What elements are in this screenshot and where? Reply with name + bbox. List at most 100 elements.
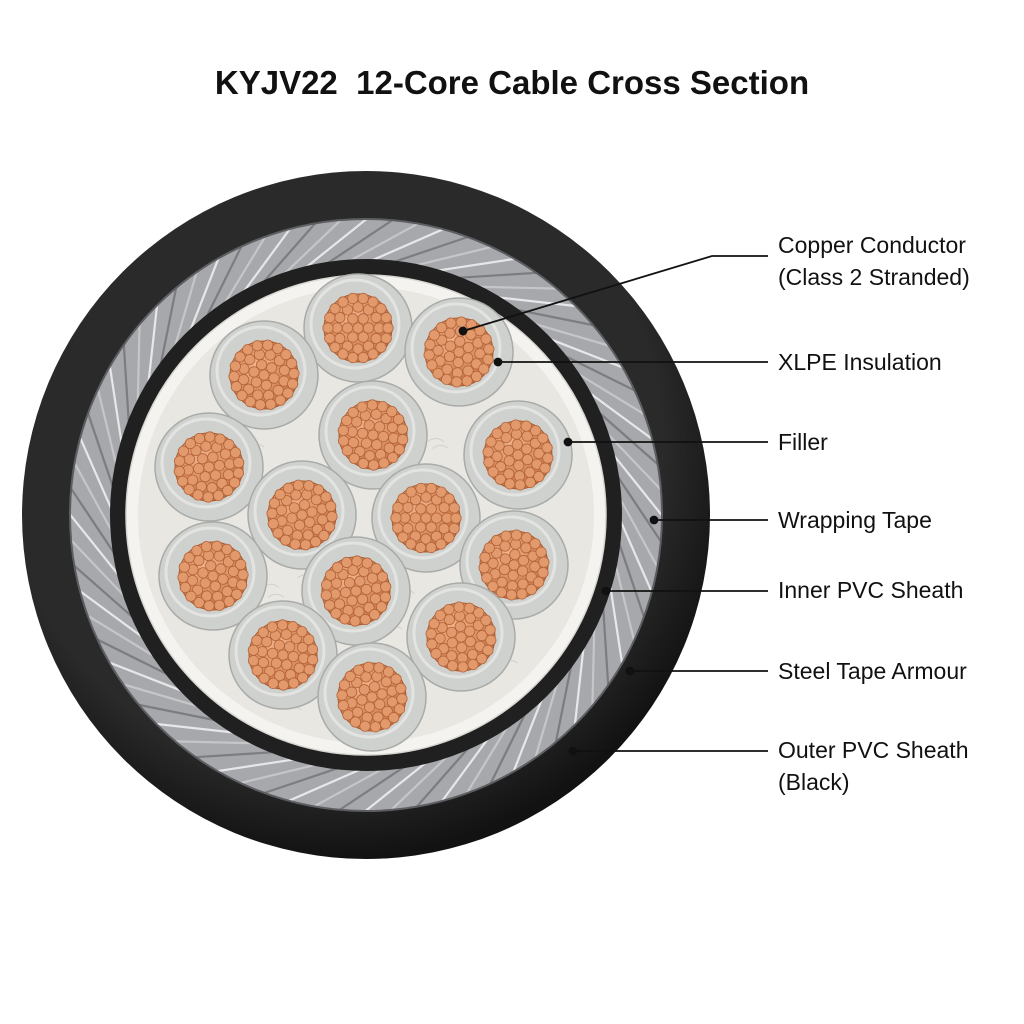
copper-strand [529,538,541,550]
copper-strand [352,664,365,676]
leader-inner-sheath [601,586,768,596]
copper-strand [537,432,549,444]
copper-strand [192,489,204,501]
armour-stripe [385,751,453,811]
armour-stripe [116,681,205,710]
label-steel-tape-armour-line1: Steel Tape Armour [778,658,967,684]
cable-core [301,536,411,646]
insulation-highlight [253,465,345,557]
copper-strand [200,541,213,553]
copper-strand [193,432,206,445]
copper-strand [349,615,361,627]
copper-strand [505,589,518,601]
copper-strand [247,644,259,656]
insulation-highlight [377,468,469,560]
insulation-highlight [410,302,502,394]
copper-strand [346,595,358,607]
copper-strand [244,396,256,408]
filler-fiber [432,445,449,449]
armour-stripe [409,244,498,268]
copper-strand [483,343,495,355]
insulation-highlight [215,325,307,417]
copper-strand [177,571,189,583]
armour-stripe [234,762,323,786]
label-copper-conductor: Copper Conductor (Class 2 Stranded) [778,229,970,293]
copper-strand [415,521,427,533]
label-outer-pvc-sheath-line1: Outer PVC Sheath [778,737,969,763]
copper-strand [276,619,289,631]
cable-core [406,582,516,692]
copper-strand [393,413,405,426]
copper-strand [207,451,219,463]
copper-strand [251,340,263,352]
armour-stripe [558,352,641,395]
copper-strand [482,644,494,656]
copper-strand [368,459,380,471]
copper-strand [451,376,463,388]
armour-stripe [591,621,596,713]
copper-strand [450,512,462,524]
copper-strand [379,718,392,730]
copper-strand [338,679,351,691]
copper-strand [178,561,190,573]
copper-strand [352,301,364,313]
copper-strand [446,637,458,649]
copper-strand [221,543,233,555]
cable-core [303,273,413,383]
copper-strand [310,494,322,506]
copper-strand [330,607,342,619]
armour-stripe [257,764,345,797]
armour-stripe [84,406,117,494]
armour-stripe [70,457,116,538]
copper-strand [446,660,459,672]
cable-core [154,412,264,522]
copper-strand [209,580,221,592]
copper-strand [392,501,404,514]
copper-strand [432,367,444,380]
armour-stripe [491,295,583,308]
copper-strand [177,475,189,487]
copper-strand [517,554,530,567]
copper-strand [366,399,378,411]
insulation-highlight [164,526,256,618]
armour-stripe [103,659,189,695]
copper-strand [217,573,229,585]
armour-stripe [527,320,616,349]
copper-strand [237,569,249,581]
copper-strand [375,303,387,315]
armour-stripe [571,369,651,419]
copper-strand [530,425,542,437]
label-filler-line1: Filler [778,429,828,455]
copper-strand [425,503,437,515]
copper-strand [367,348,379,360]
copper-strand [280,534,292,546]
copper-strand [482,353,494,366]
copper-strand [541,442,553,454]
copper-strand [251,634,263,647]
cable-core [209,320,319,430]
insulation-highlight [323,647,415,739]
copper-strand [321,579,333,591]
copper-strand [357,292,369,305]
copper-strand [375,601,388,613]
copper-strand [244,353,256,366]
copper-strand [293,662,305,674]
copper-strand [533,447,545,460]
copper-strand [495,586,508,598]
armour-stripe [472,285,564,290]
copper-strand [341,444,353,457]
copper-strand [173,465,185,477]
copper-strand [323,521,336,533]
copper-strand [455,316,467,328]
copper-strand [235,558,247,571]
copper-strand [524,476,536,488]
leader-lines [458,255,768,756]
copper-strand [229,360,241,372]
copper-strand [474,348,486,360]
copper-strand [397,433,409,446]
copper-strand [347,331,359,343]
copper-strand [260,379,272,391]
copper-strand [542,452,554,464]
copper-strand [437,655,449,667]
